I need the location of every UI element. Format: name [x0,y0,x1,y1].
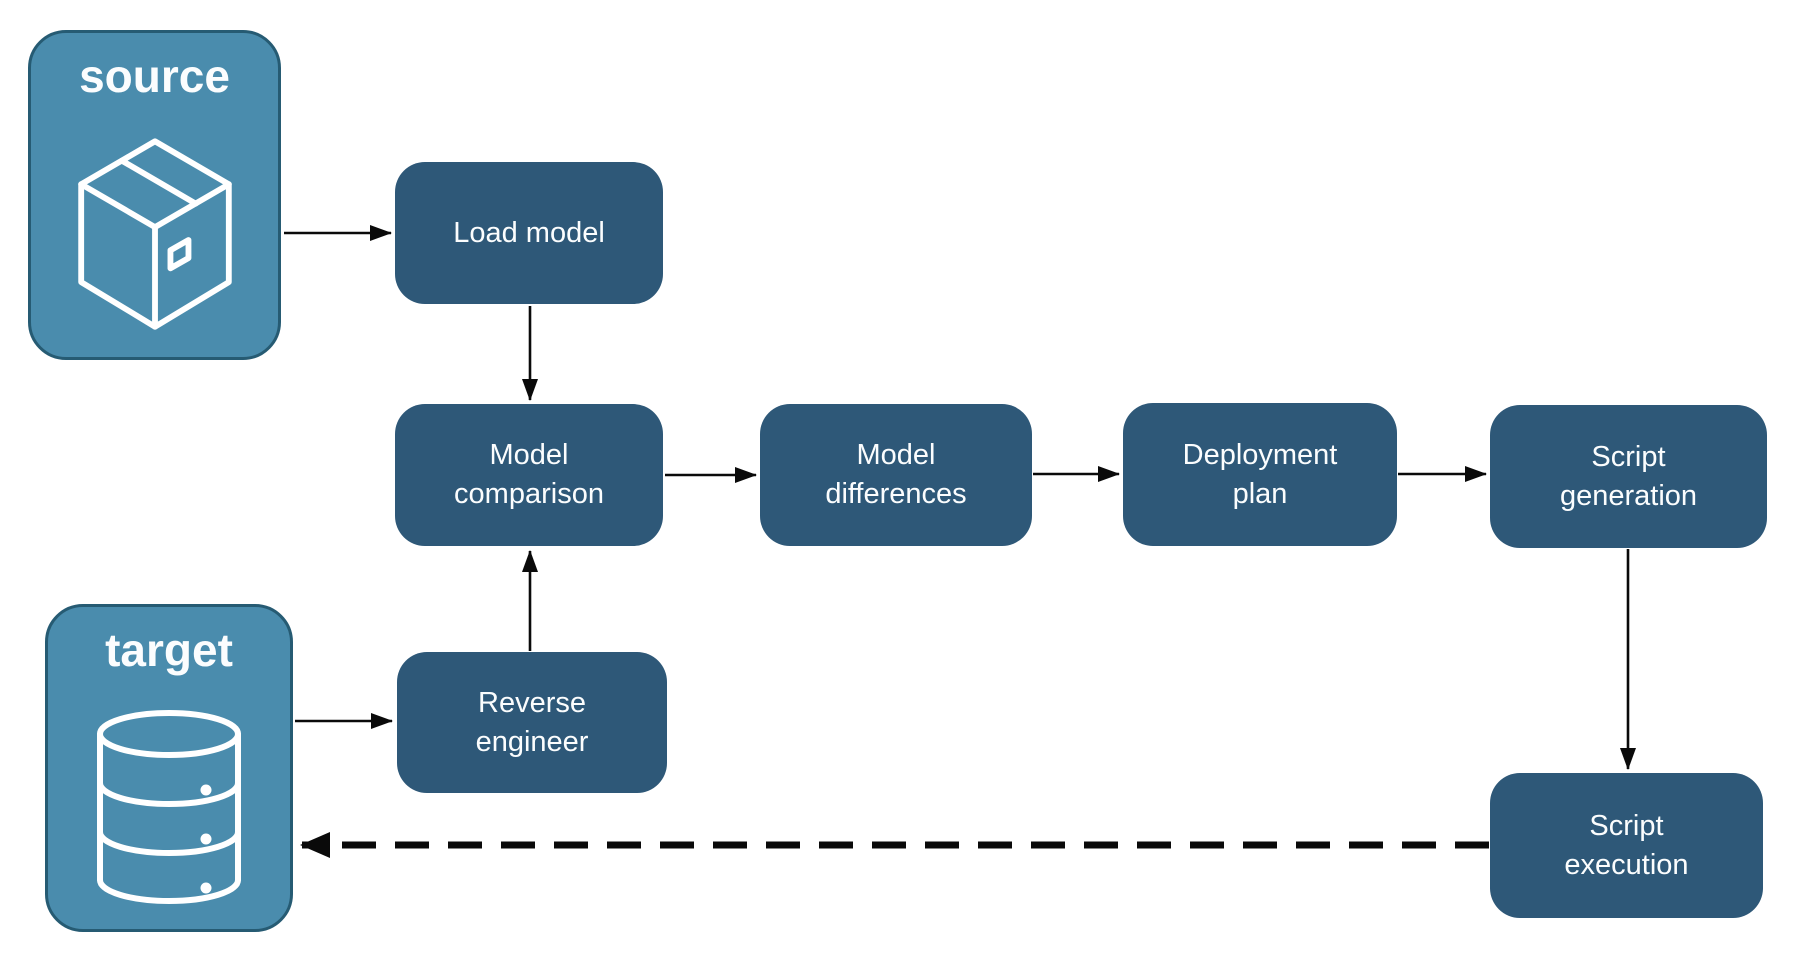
node-model-comparison: Model comparison [395,404,663,546]
node-script-execution: Script execution [1490,773,1763,918]
endpoint-source: source [28,30,281,360]
endpoint-target: target [45,604,293,932]
node-reverse-engineer: Reverse engineer [397,652,667,793]
package-icon [69,112,241,357]
database-icon [94,686,244,929]
node-model-differences: Model differences [760,404,1032,546]
node-deployment-plan: Deployment plan [1123,403,1397,546]
target-label: target [105,624,233,676]
node-script-generation: Script generation [1490,405,1767,548]
source-label: source [79,50,230,102]
node-load-model: Load model [395,162,663,304]
